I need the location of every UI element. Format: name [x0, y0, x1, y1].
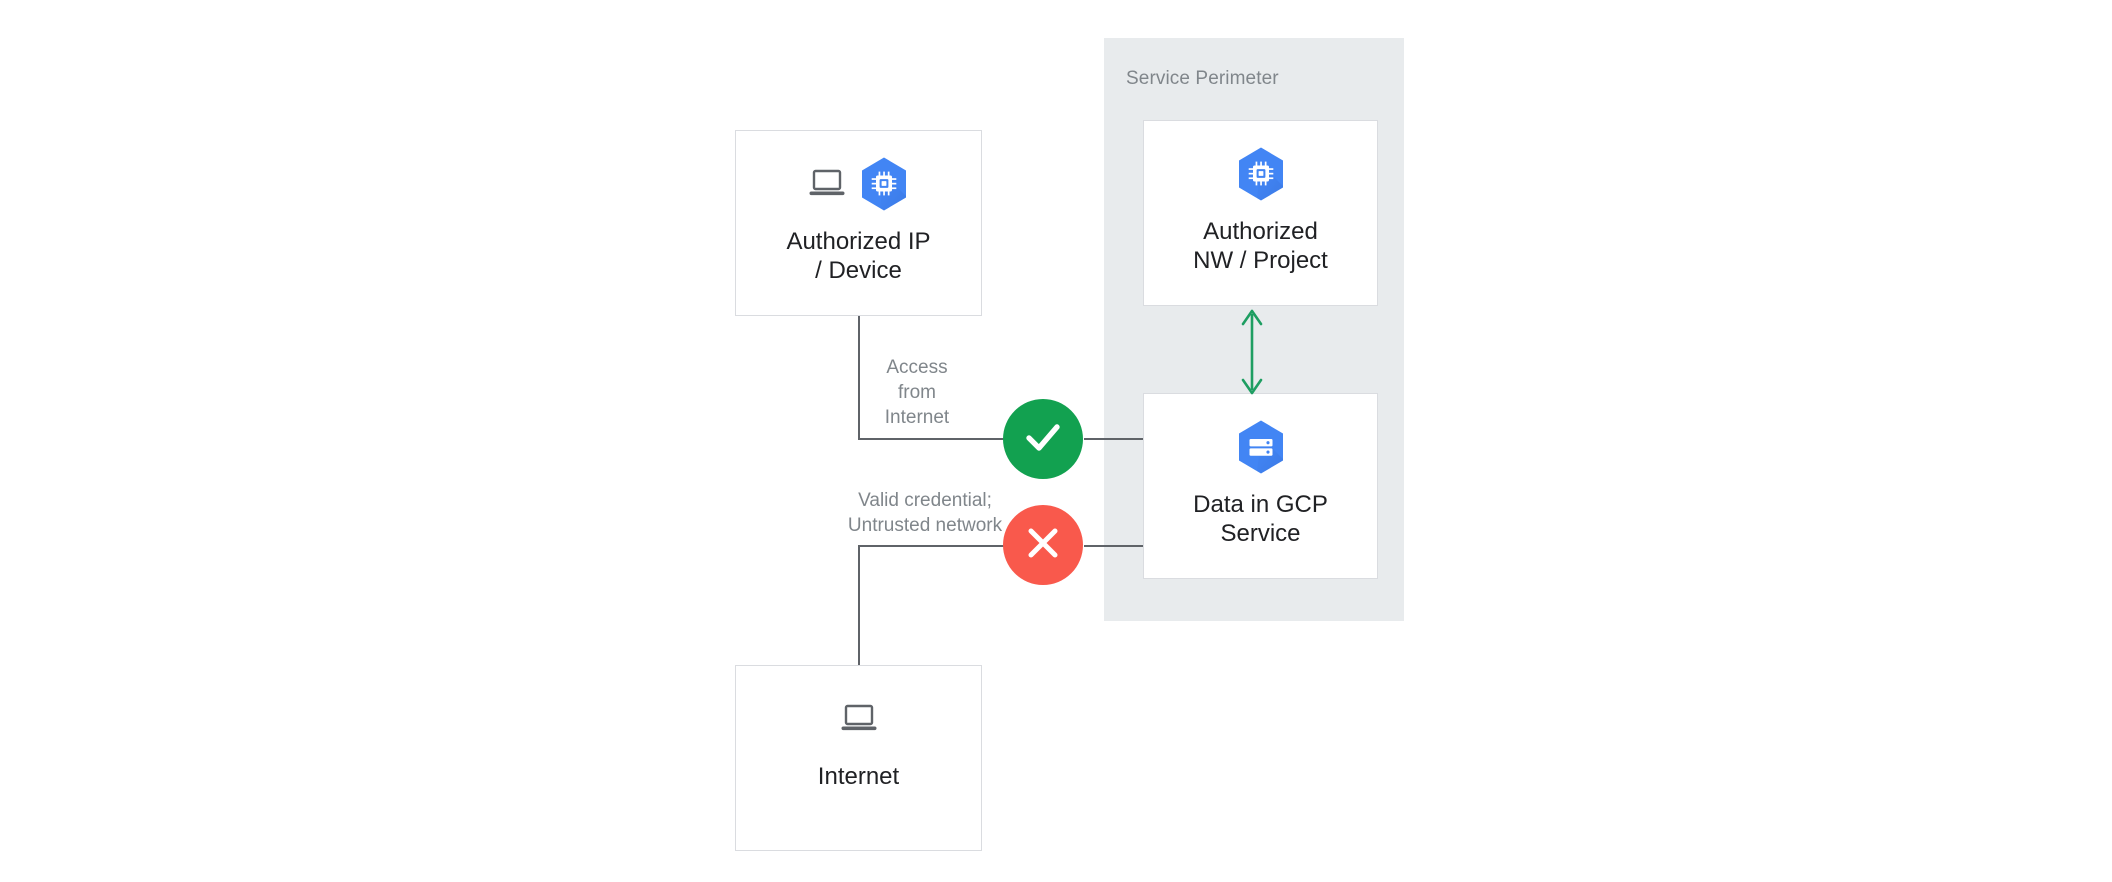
service-perimeter-label: Service Perimeter — [1126, 68, 1279, 89]
gcp-storage-hexagon-icon — [1236, 419, 1286, 475]
node-data-in-gcp-service[interactable]: Data in GCP Service — [1143, 393, 1378, 579]
node-label: Internet — [817, 763, 900, 790]
node-label: Authorized NW / Project — [1193, 218, 1328, 274]
node-icon-row — [809, 153, 909, 215]
close-x-icon — [1022, 522, 1064, 569]
node-label: Data in GCP Service — [1193, 491, 1328, 547]
node-icon-row — [841, 688, 877, 750]
status-badge-allowed[interactable] — [1003, 399, 1083, 479]
node-internet[interactable]: Internet — [735, 665, 982, 851]
gcp-compute-hexagon-icon — [1236, 146, 1286, 202]
laptop-icon — [841, 704, 877, 734]
edge-label-access-from-internet: Access from Internet — [884, 357, 950, 428]
node-label: Authorized IP / Device — [786, 228, 931, 284]
laptop-icon — [809, 169, 845, 199]
gcp-compute-hexagon-icon — [859, 156, 909, 212]
status-badge-denied[interactable] — [1003, 505, 1083, 585]
connector-denied-horizontal-right — [1084, 545, 1144, 547]
check-icon — [1020, 414, 1066, 465]
edge-label-valid-credential-untrusted-network: Valid credential; Untrusted network — [847, 490, 1003, 536]
connector-denied-vertical — [858, 545, 860, 666]
node-icon-row — [1236, 416, 1286, 478]
node-authorized-ip-device[interactable]: Authorized IP / Device — [735, 130, 982, 316]
connector-denied-horizontal — [858, 545, 1044, 547]
connector-allowed-horizontal-right — [1084, 438, 1144, 440]
connector-allowed-vertical — [858, 316, 860, 440]
double-arrow-icon — [1232, 308, 1272, 396]
connector-allowed-horizontal — [858, 438, 1044, 440]
node-icon-row — [1236, 143, 1286, 205]
node-authorized-nw-project[interactable]: Authorized NW / Project — [1143, 120, 1378, 306]
